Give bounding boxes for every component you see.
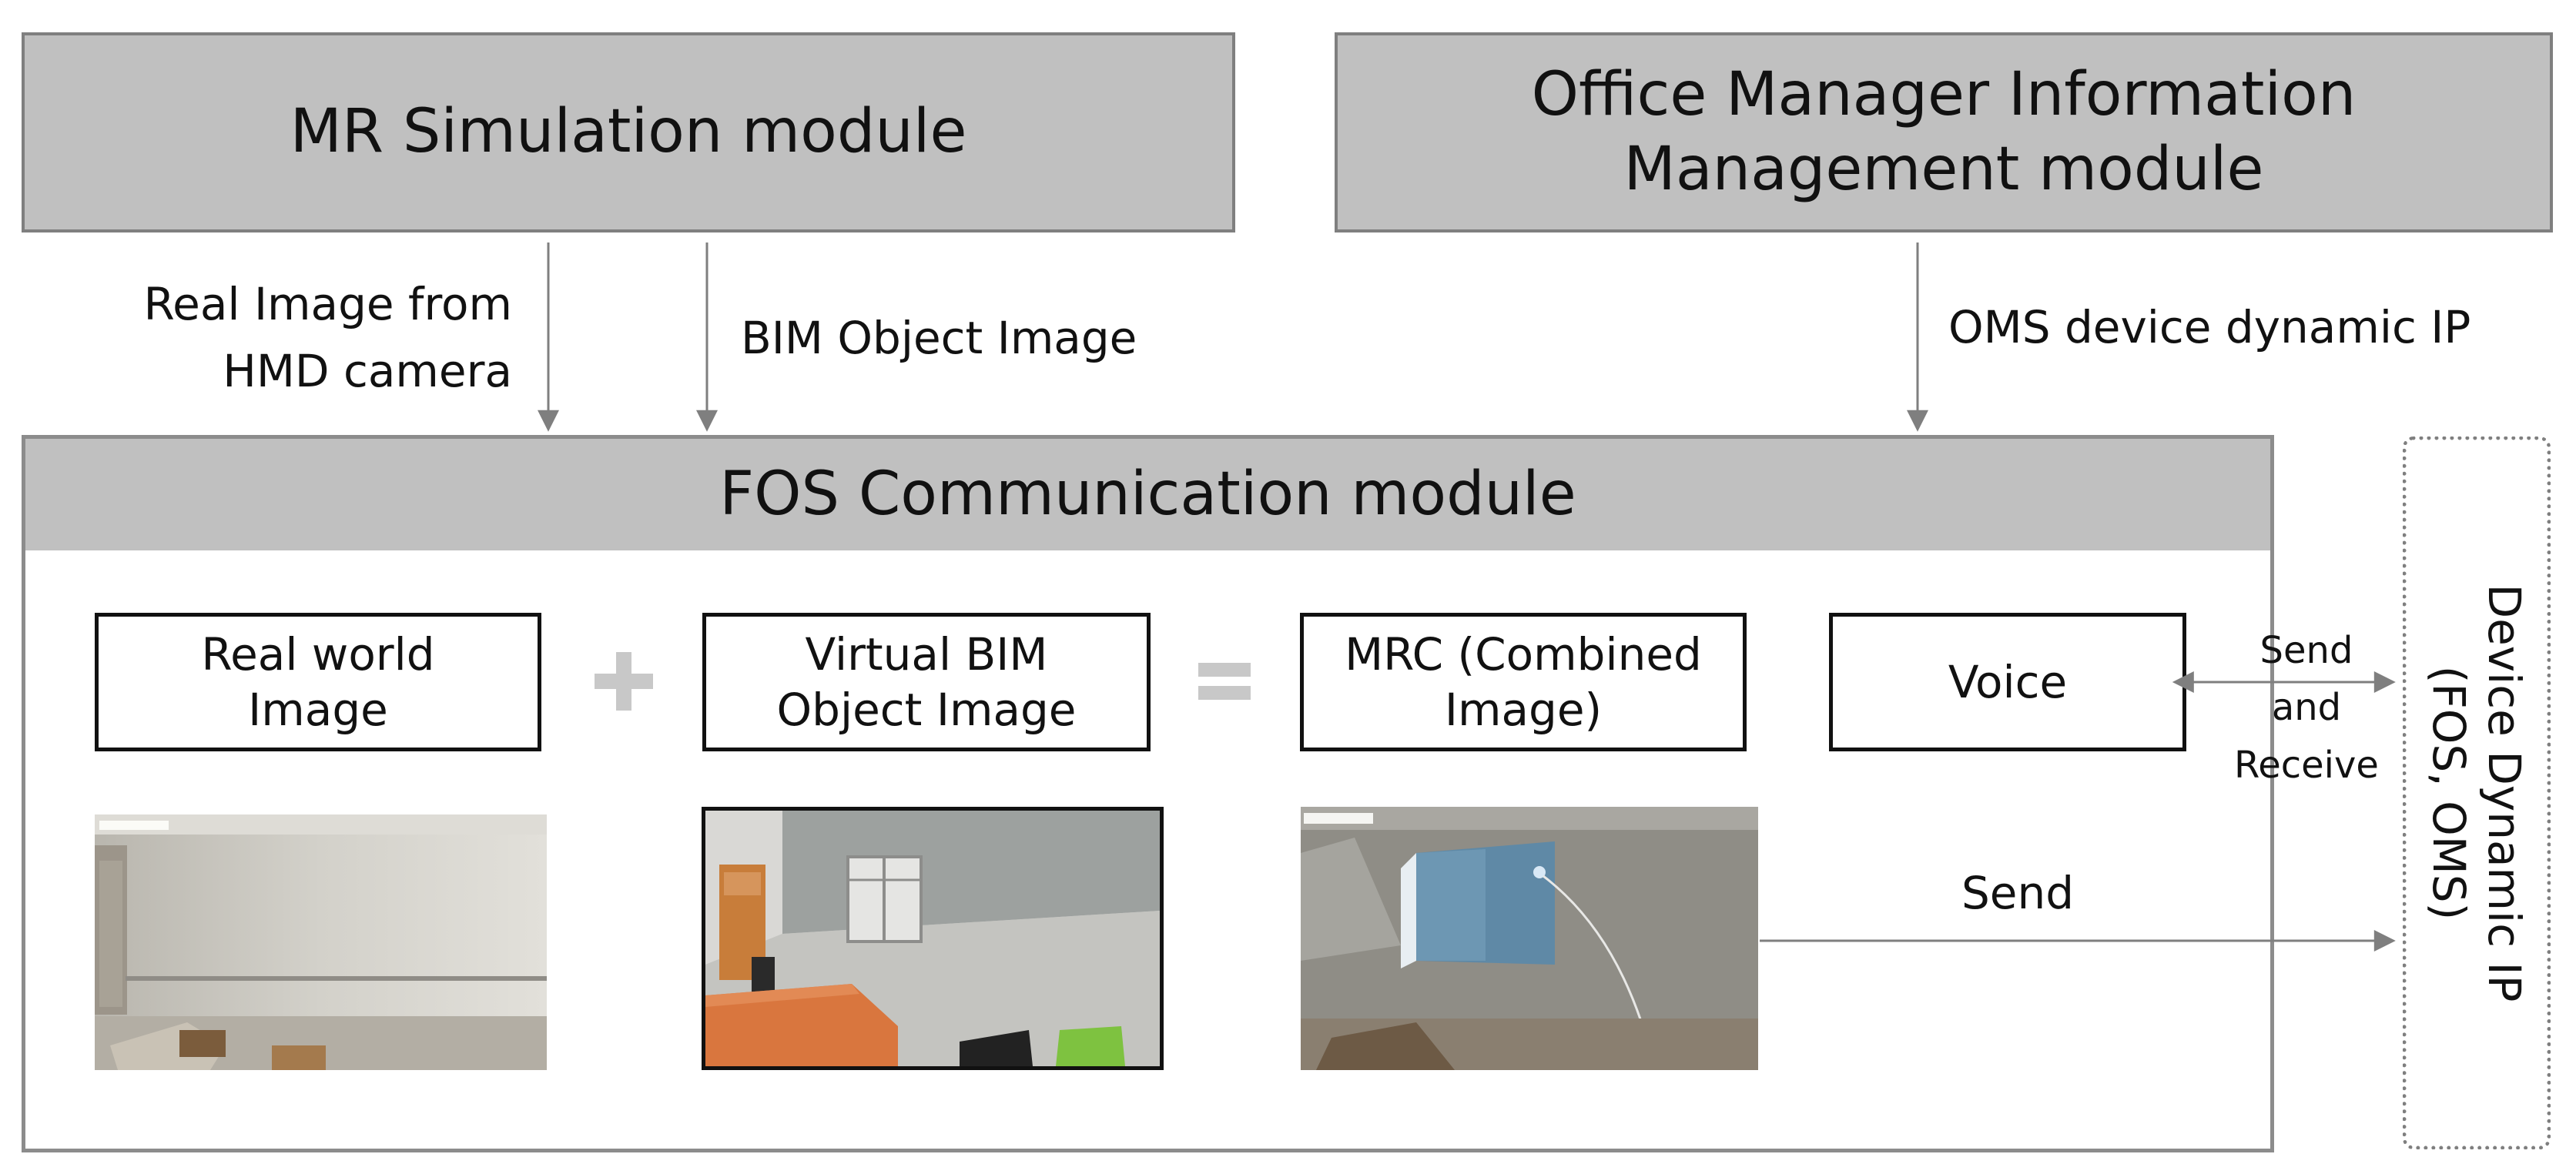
real-image-flow-label: Real Image from HMD camera [92,271,512,405]
equals-operator [1186,643,1263,720]
real-image-line1: Real Image from [143,278,512,330]
real-world-room-image [95,814,547,1070]
fos-communication-header: FOS Communication module [25,439,2270,550]
oms-ip-flow-label: OMS device dynamic IP [1948,301,2471,353]
device-dynamic-ip-box: Device Dynamic IP (FOS, OMS) [2403,436,2551,1149]
equals-icon [1198,663,1251,700]
office-manager-label-line2: Management module [1623,135,2264,204]
virtual-bim-object-image-box: Virtual BIM Object Image [702,613,1151,751]
plus-icon [595,652,653,711]
real-world-image-box: Real world Image [95,613,541,751]
voice-box: Voice [1829,613,2186,751]
mrc-combined-image-box: MRC (Combined Image) [1300,613,1747,751]
send-and-receive-label: Send and Receive [2234,629,2379,787]
real-world-photo [95,814,547,1070]
fos-communication-label: FOS Communication module [719,459,1576,529]
plus-operator [585,643,662,720]
mr-simulation-label: MR Simulation module [290,97,967,167]
virtual-bim-render-image [705,811,1160,1066]
send-label: Send [1961,867,2075,919]
virtual-bim-photo [702,807,1164,1070]
mrc-combined-image [1301,807,1758,1070]
bim-image-flow-label: BIM Object Image [741,312,1137,364]
mr-simulation-module: MR Simulation module [22,32,1235,232]
mrc-combined-photo [1301,807,1758,1070]
office-manager-label-line1: Office Manager Information [1531,59,2357,129]
office-manager-module: Office Manager Information Management mo… [1335,32,2553,232]
real-image-line2: HMD camera [223,345,512,397]
